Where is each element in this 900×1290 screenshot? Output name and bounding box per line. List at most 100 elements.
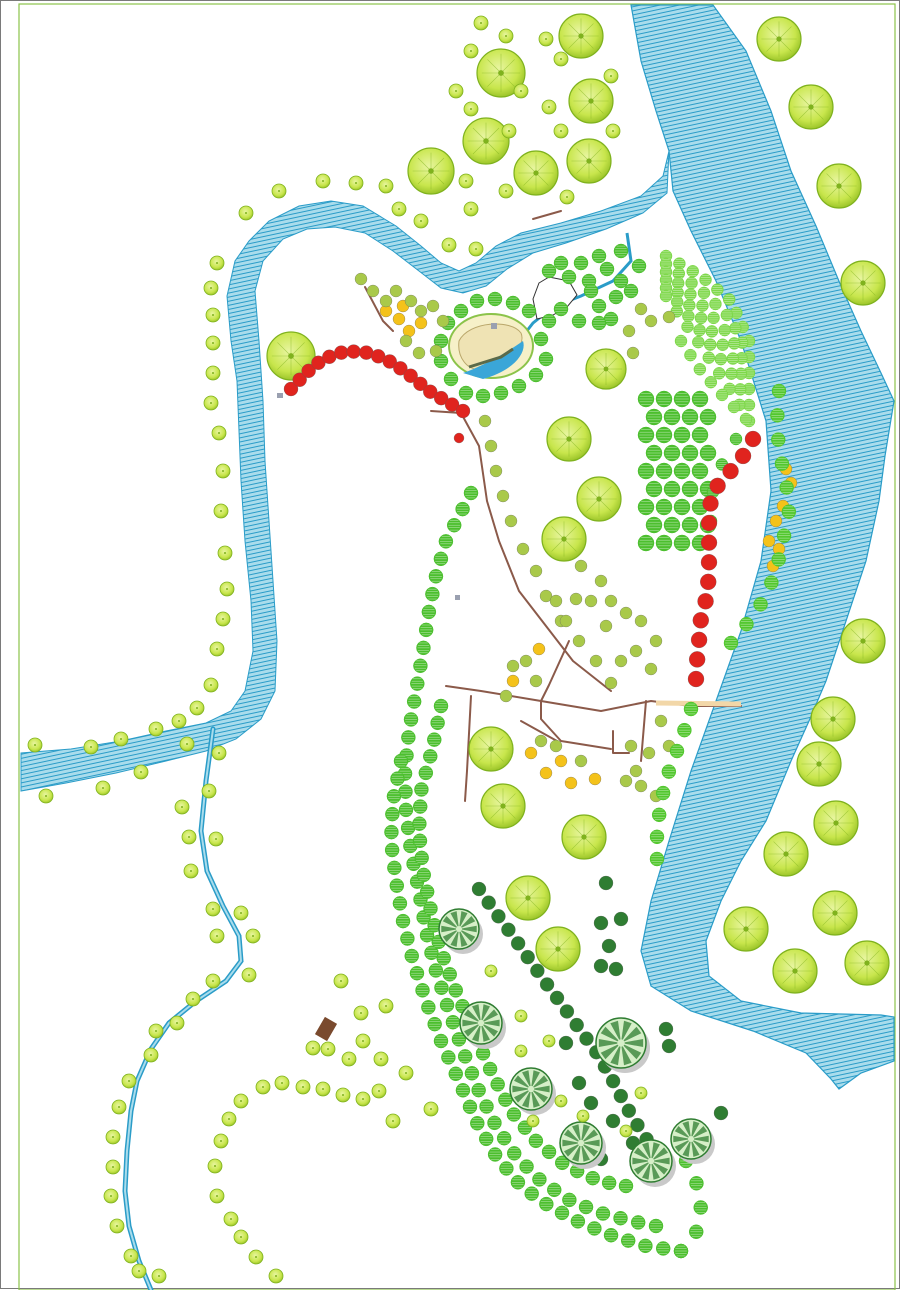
hatched-shrub-icon	[541, 1144, 557, 1160]
broadleaf-tree-icon	[496, 489, 510, 503]
hatched-shrub-icon	[398, 802, 414, 818]
broadleaf-tree-icon	[379, 294, 393, 308]
hatched-shrub-icon	[453, 303, 469, 319]
hatched-shrub-icon	[546, 1182, 562, 1198]
hatched-shrub-icon	[585, 1170, 601, 1186]
hatched-shrub-icon	[470, 1116, 485, 1131]
broadleaf-tree-icon	[105, 1159, 121, 1175]
broadleaf-tree-icon	[513, 83, 529, 99]
hatched-shrub-icon	[443, 371, 459, 387]
hatched-shrub-icon	[490, 1077, 505, 1092]
hatched-shrub-icon	[663, 408, 681, 426]
hatched-shrub-icon	[673, 426, 691, 444]
evergreen-tree-icon	[569, 1017, 584, 1033]
broadleaf-tree-icon	[604, 594, 618, 608]
hatched-shrub-icon	[722, 293, 736, 306]
broadleaf-tree-icon	[516, 542, 530, 556]
hatched-shrub-icon	[434, 980, 449, 995]
specimen-tree-icon	[459, 1001, 506, 1049]
hatched-shrub-icon	[421, 604, 437, 620]
hatched-shrub-icon	[463, 485, 479, 501]
hatched-shrub-icon	[448, 983, 464, 998]
hatched-shrub-icon	[464, 1066, 480, 1081]
broadleaf-tree-icon	[514, 1009, 528, 1023]
hatched-shrub-icon	[742, 382, 756, 396]
broadleaf-tree-icon	[209, 255, 225, 271]
broadleaf-tree-icon	[654, 714, 668, 728]
hatched-shrub-icon	[532, 1172, 547, 1187]
broadleaf-tree-icon	[549, 594, 563, 608]
hatched-shrub-icon	[414, 782, 429, 797]
flowering-tree-icon	[382, 354, 397, 369]
broadleaf-tree-icon	[133, 764, 149, 780]
flowering-tree-icon	[403, 368, 418, 383]
hatched-shrub-icon	[524, 1186, 539, 1201]
broadleaf-tree-icon	[103, 1188, 119, 1204]
evergreen-tree-icon	[605, 1113, 621, 1129]
hatched-shrub-icon	[430, 715, 445, 731]
hatched-shrub-icon	[384, 824, 399, 840]
hatched-shrub-icon	[683, 701, 699, 717]
broadleaf-tree-icon	[619, 1124, 633, 1138]
hatched-shrub-icon	[720, 308, 734, 322]
hatched-shrub-icon	[573, 255, 589, 271]
broadleaf-tree-icon	[179, 736, 195, 752]
broadleaf-tree-icon	[174, 799, 190, 815]
hatched-shrub-icon	[499, 1161, 514, 1176]
hatched-shrub-icon	[709, 297, 722, 311]
broadleaf-tree-icon	[629, 764, 643, 778]
broadleaf-tree-icon	[462, 117, 510, 165]
broadleaf-tree-icon	[788, 84, 834, 130]
hatched-shrub-icon	[739, 412, 753, 426]
broadleaf-tree-icon	[559, 614, 573, 628]
broadleaf-tree-icon	[622, 324, 636, 338]
flowering-tree-icon	[689, 651, 706, 668]
hatched-shrub-icon	[727, 400, 741, 414]
hatched-shrub-icon	[669, 743, 685, 759]
hatched-shrub-icon	[696, 299, 709, 312]
hatched-shrub-icon	[684, 348, 697, 362]
hatched-shrub-icon	[455, 501, 470, 517]
hatched-shrub-icon	[404, 948, 419, 964]
flowering-tree-icon	[413, 376, 428, 391]
hatched-shrub-icon	[659, 289, 673, 303]
broadleaf-tree-icon	[589, 654, 603, 668]
hatched-shrub-icon	[462, 1099, 478, 1115]
northern-stream	[20, 150, 670, 792]
broadleaf-tree-icon	[541, 516, 587, 562]
broadleaf-tree-icon	[355, 1033, 371, 1049]
broadleaf-tree-icon	[205, 365, 221, 381]
broadleaf-tree-icon	[131, 1263, 147, 1279]
hatched-shrub-icon	[645, 408, 663, 426]
hatched-shrub-icon	[603, 311, 619, 327]
hatched-shrub-icon	[638, 1238, 653, 1254]
hatched-shrub-icon	[475, 388, 491, 404]
broadleaf-tree-icon	[624, 739, 638, 753]
hatched-shrub-icon	[436, 950, 451, 966]
broadleaf-tree-icon	[519, 654, 533, 668]
hatched-shrub-icon	[729, 321, 742, 335]
flowering-tree-icon	[334, 345, 349, 360]
hatched-shrub-icon	[637, 462, 655, 480]
broadleaf-tree-icon	[171, 713, 187, 729]
hatched-shrub-icon	[637, 498, 655, 516]
hatched-shrub-icon	[716, 338, 729, 352]
hatched-shrub-icon	[697, 286, 711, 300]
broadleaf-tree-icon	[463, 43, 479, 59]
hatched-shrub-icon	[613, 243, 629, 259]
western-creek-inner	[123, 728, 243, 1290]
hatched-shrub-icon	[416, 640, 431, 656]
broadleaf-tree-icon	[248, 1249, 264, 1265]
hatched-shrub-icon	[493, 385, 509, 401]
hatched-shrub-icon	[427, 732, 442, 747]
broadleaf-tree-icon	[111, 1099, 127, 1115]
broadleaf-tree-icon	[211, 745, 227, 761]
hatched-shrub-icon	[419, 927, 435, 943]
hatched-shrub-icon	[608, 289, 624, 305]
broadleaf-tree-icon	[389, 284, 403, 298]
hatched-shrub-icon	[438, 534, 454, 549]
hatched-shrub-icon	[553, 255, 569, 271]
broadleaf-tree-icon	[513, 150, 559, 196]
flowering-tree-icon	[769, 514, 783, 528]
broadleaf-tree-icon	[542, 1034, 556, 1048]
